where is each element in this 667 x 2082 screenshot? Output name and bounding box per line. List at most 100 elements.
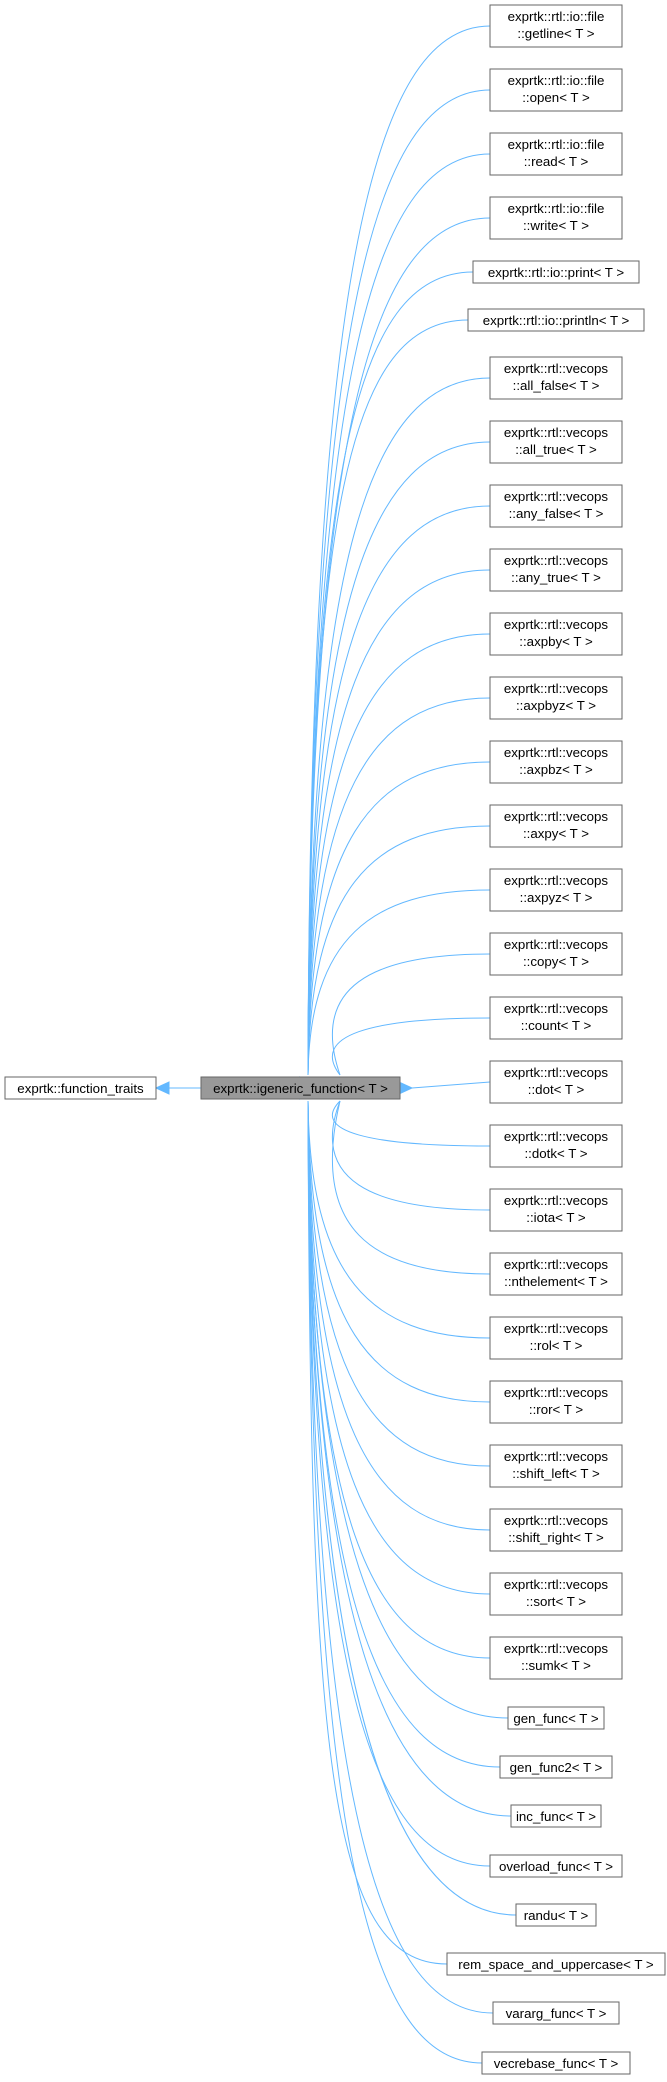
edge-child-7-to-base — [307, 441, 491, 1076]
derived-node-label-line-1: exprtk::rtl::vecops — [504, 489, 609, 504]
derived-node-label-line-2: ::sort< T > — [526, 1594, 586, 1609]
derived-node-label-line-2: ::dot< T > — [528, 1082, 585, 1097]
derived-node-exprtk-rtl-io-file-read-t[interactable]: exprtk::rtl::io::file::read< T > — [489, 132, 623, 176]
derived-node-exprtk-rtl-vecops-nthelement-t[interactable]: exprtk::rtl::vecops::nthelement< T > — [489, 1252, 623, 1296]
derived-node-exprtk-rtl-vecops-dotk-t[interactable]: exprtk::rtl::vecops::dotk< T > — [489, 1124, 623, 1168]
derived-node-label-line-2: ::axpy< T > — [523, 826, 589, 841]
edge-child-10-to-base — [307, 633, 491, 1076]
edge-child-31-to-base — [307, 1100, 517, 1916]
derived-node-exprtk-rtl-vecops-rol-t[interactable]: exprtk::rtl::vecops::rol< T > — [489, 1316, 623, 1360]
base-node-label: exprtk::igeneric_function< T > — [213, 1081, 388, 1096]
edge-child-2-to-base — [307, 153, 491, 1076]
edge-child-1-to-base — [307, 89, 491, 1076]
derived-node-label-line-1: exprtk::rtl::io::println< T > — [483, 313, 630, 328]
edge-child-27-to-base — [307, 1100, 509, 1719]
edge-child-32-to-base — [307, 1100, 448, 1965]
derived-node-exprtk-rtl-vecops-axpy-t[interactable]: exprtk::rtl::vecops::axpy< T > — [489, 804, 623, 848]
edge-child-23-to-base — [307, 1100, 491, 1467]
edge-child-11-to-base — [307, 697, 491, 1076]
derived-node-exprtk-rtl-vecops-all-true-t[interactable]: exprtk::rtl::vecops::all_true< T > — [489, 420, 623, 464]
derived-node-exprtk-rtl-vecops-any-false-t[interactable]: exprtk::rtl::vecops::any_false< T > — [489, 484, 623, 528]
edge-child-24-to-base — [307, 1100, 491, 1531]
derived-node-exprtk-rtl-vecops-sort-t[interactable]: exprtk::rtl::vecops::sort< T > — [489, 1572, 623, 1616]
edge-child-13-to-base — [307, 825, 491, 1076]
derived-node-exprtk-rtl-vecops-iota-t[interactable]: exprtk::rtl::vecops::iota< T > — [489, 1188, 623, 1232]
edge-child-25-to-base — [307, 1100, 491, 1595]
base-node-igeneric-function[interactable]: exprtk::igeneric_function< T > — [200, 1076, 401, 1100]
derived-node-exprtk-rtl-vecops-axpby-t[interactable]: exprtk::rtl::vecops::axpby< T > — [489, 612, 623, 656]
derived-node-label-line-1: vararg_func< T > — [506, 2006, 607, 2021]
derived-node-label-line-2: ::shift_left< T > — [512, 1466, 600, 1481]
derived-node-label-line-2: ::getline< T > — [517, 26, 594, 41]
derived-node-label-line-2: ::axpyz< T > — [520, 890, 593, 905]
derived-node-rem-space-and-uppercase-t[interactable]: rem_space_and_uppercase< T > — [446, 1952, 666, 1976]
derived-node-overload-func-t[interactable]: overload_func< T > — [489, 1854, 623, 1878]
derived-node-exprtk-rtl-vecops-count-t[interactable]: exprtk::rtl::vecops::count< T > — [489, 996, 623, 1040]
derived-node-label-line-1: gen_func2< T > — [510, 1760, 603, 1775]
derived-node-label-line-1: exprtk::rtl::vecops — [504, 1321, 609, 1336]
derived-node-label-line-2: ::read< T > — [524, 154, 589, 169]
derived-node-label-line-1: exprtk::rtl::vecops — [504, 1001, 609, 1016]
derived-node-label-line-1: exprtk::rtl::vecops — [504, 681, 609, 696]
derived-node-exprtk-rtl-vecops-axpbz-t[interactable]: exprtk::rtl::vecops::axpbz< T > — [489, 740, 623, 784]
derived-node-label-line-1: exprtk::rtl::vecops — [504, 553, 609, 568]
derived-node-inc-func-t[interactable]: inc_func< T > — [510, 1804, 602, 1828]
derived-node-exprtk-rtl-vecops-all-false-t[interactable]: exprtk::rtl::vecops::all_false< T > — [489, 356, 623, 400]
derived-node-label-line-1: exprtk::rtl::vecops — [504, 617, 609, 632]
derived-node-label-line-2: ::nthelement< T > — [504, 1274, 608, 1289]
derived-node-label-line-1: exprtk::rtl::vecops — [504, 745, 609, 760]
derived-node-vararg-func-t[interactable]: vararg_func< T > — [492, 2001, 620, 2025]
derived-node-exprtk-rtl-vecops-shift-right-t[interactable]: exprtk::rtl::vecops::shift_right< T > — [489, 1508, 623, 1552]
derived-node-label-line-1: exprtk::rtl::vecops — [504, 1065, 609, 1080]
derived-node-label-line-1: exprtk::rtl::io::file — [508, 73, 605, 88]
edge-child-4-to-base — [307, 271, 474, 1076]
edge-child-30-to-base — [307, 1100, 491, 1867]
derived-node-label-line-1: exprtk::rtl::vecops — [504, 873, 609, 888]
derived-node-label-line-2: ::any_false< T > — [509, 506, 604, 521]
derived-node-randu-t[interactable]: randu< T > — [515, 1903, 597, 1927]
derived-node-exprtk-rtl-vecops-axpyz-t[interactable]: exprtk::rtl::vecops::axpyz< T > — [489, 868, 623, 912]
root-node-function-traits[interactable]: exprtk::function_traits — [4, 1076, 157, 1100]
derived-node-exprtk-rtl-io-file-open-t[interactable]: exprtk::rtl::io::file::open< T > — [489, 68, 623, 112]
derived-node-label-line-2: ::count< T > — [521, 1018, 592, 1033]
derived-node-label-line-2: ::write< T > — [523, 218, 589, 233]
derived-node-label-line-1: exprtk::rtl::vecops — [504, 1641, 609, 1656]
derived-node-exprtk-rtl-io-print-t[interactable]: exprtk::rtl::io::print< T > — [472, 260, 640, 284]
derived-node-label-line-2: ::axpby< T > — [519, 634, 593, 649]
derived-node-exprtk-rtl-vecops-copy-t[interactable]: exprtk::rtl::vecops::copy< T > — [489, 932, 623, 976]
derived-node-label-line-1: exprtk::rtl::vecops — [504, 1193, 609, 1208]
derived-node-label-line-2: ::open< T > — [522, 90, 590, 105]
derived-node-exprtk-rtl-vecops-dot-t[interactable]: exprtk::rtl::vecops::dot< T > — [489, 1060, 623, 1104]
edge-child-9-to-base — [307, 569, 491, 1076]
derived-node-exprtk-rtl-vecops-axpbyz-t[interactable]: exprtk::rtl::vecops::axpbyz< T > — [489, 676, 623, 720]
derived-node-label-line-1: exprtk::rtl::vecops — [504, 1257, 609, 1272]
edge-child-15-to-base — [331, 953, 491, 1076]
derived-node-label-line-1: overload_func< T > — [499, 1859, 613, 1874]
derived-node-exprtk-rtl-vecops-sumk-t[interactable]: exprtk::rtl::vecops::sumk< T > — [489, 1636, 623, 1680]
derived-node-label-line-2: ::shift_right< T > — [508, 1530, 604, 1545]
edge-child-21-to-base — [307, 1100, 491, 1339]
edge-child-22-to-base — [307, 1100, 491, 1403]
derived-node-vecrebase-func-t[interactable]: vecrebase_func< T > — [481, 2051, 631, 2075]
derived-node-label-line-1: gen_func< T > — [513, 1711, 599, 1726]
derived-node-label-line-1: exprtk::rtl::io::file — [508, 9, 605, 24]
derived-node-exprtk-rtl-io-println-t[interactable]: exprtk::rtl::io::println< T > — [467, 308, 645, 332]
derived-node-label-line-2: ::copy< T > — [523, 954, 589, 969]
edge-arrowhead — [398, 1081, 414, 1095]
derived-class-nodes: exprtk::rtl::io::file::getline< T >exprt… — [446, 4, 666, 2075]
derived-node-exprtk-rtl-io-file-getline-t[interactable]: exprtk::rtl::io::file::getline< T > — [489, 4, 623, 48]
derived-node-exprtk-rtl-vecops-shift-left-t[interactable]: exprtk::rtl::vecops::shift_left< T > — [489, 1444, 623, 1488]
derived-node-gen-func-t[interactable]: gen_func< T > — [507, 1706, 605, 1730]
derived-node-label-line-1: exprtk::rtl::vecops — [504, 425, 609, 440]
derived-node-label-line-1: exprtk::rtl::vecops — [504, 1385, 609, 1400]
derived-node-gen-func2-t[interactable]: gen_func2< T > — [499, 1755, 613, 1779]
derived-node-label-line-1: exprtk::rtl::io::file — [508, 137, 605, 152]
derived-node-label-line-1: exprtk::rtl::vecops — [504, 1129, 609, 1144]
derived-node-label-line-1: exprtk::rtl::io::print< T > — [488, 265, 624, 280]
edge-child-18-to-base — [332, 1100, 491, 1147]
derived-node-exprtk-rtl-io-file-write-t[interactable]: exprtk::rtl::io::file::write< T > — [489, 196, 623, 240]
derived-node-exprtk-rtl-vecops-ror-t[interactable]: exprtk::rtl::vecops::ror< T > — [489, 1380, 623, 1424]
derived-node-exprtk-rtl-vecops-any-true-t[interactable]: exprtk::rtl::vecops::any_true< T > — [489, 548, 623, 592]
edge-child-8-to-base — [307, 505, 491, 1076]
root-node-label: exprtk::function_traits — [17, 1081, 144, 1096]
